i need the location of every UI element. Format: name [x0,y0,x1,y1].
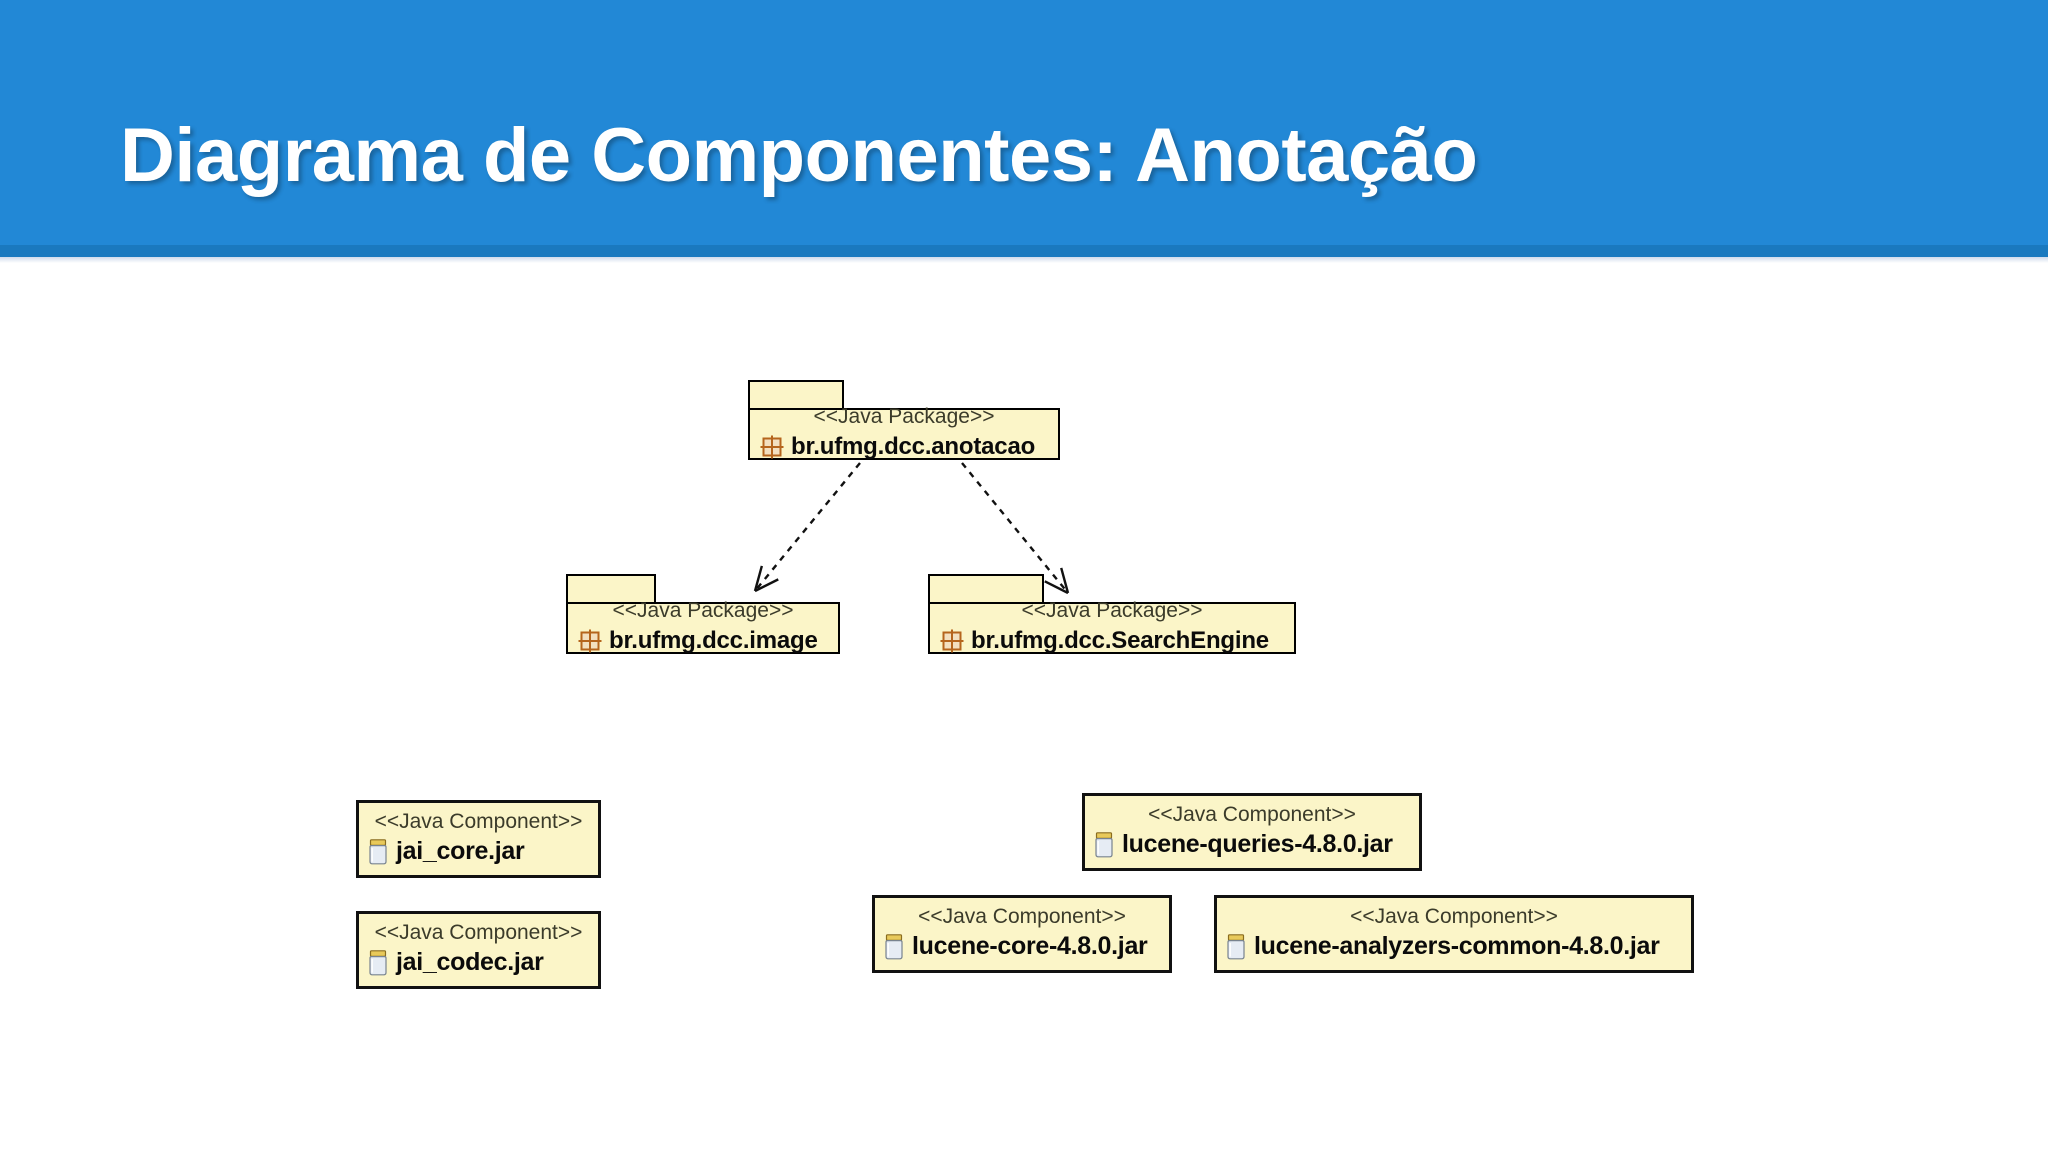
package-node-searchengine[interactable]: <<Java Package>> br.ufmg.dcc.SearchEngin… [928,574,1296,654]
component-stereotype: <<Java Component>> [918,904,1126,928]
package-tab [566,574,656,604]
package-tab [748,380,844,410]
package-name-row: br.ufmg.dcc.image [574,627,832,655]
package-grid-icon [760,435,784,459]
page-title: Diagrama de Componentes: Anotação [120,113,1478,198]
jar-icon [883,933,905,960]
component-stereotype: <<Java Component>> [374,809,583,833]
package-grid-icon [578,629,602,653]
header-drop-shadow [0,257,2048,263]
component-name-row: lucene-core-4.8.0.jar [883,932,1161,961]
component-name-row: jai_core.jar [367,837,590,866]
component-name: jai_core.jar [396,837,525,866]
package-name-row: br.ufmg.dcc.SearchEngine [936,627,1288,655]
component-name-row: lucene-analyzers-common-4.8.0.jar [1225,932,1683,961]
package-node-image[interactable]: <<Java Package>> br.ufmg.dcc.image [566,574,840,654]
jar-icon [1225,933,1247,960]
component-stereotype: <<Java Component>> [374,920,583,944]
package-stereotype: <<Java Package>> [612,599,794,623]
package-stereotype: <<Java Package>> [1021,599,1203,623]
package-node-anotacao[interactable]: <<Java Package>> br.ufmg.dcc.anotacao [748,380,1060,460]
jar-icon [367,838,389,865]
jar-icon [1093,831,1115,858]
component-name: jai_codec.jar [396,948,544,977]
jar-icon [367,949,389,976]
component-node-jai-codec[interactable]: <<Java Component>> jai_codec.jar [356,911,601,989]
component-node-jai-core[interactable]: <<Java Component>> jai_core.jar [356,800,601,878]
package-tab [928,574,1044,604]
component-node-lucene-analyzers[interactable]: <<Java Component>> lucene-analyzers-comm… [1214,895,1694,973]
package-name-row: br.ufmg.dcc.anotacao [756,433,1052,461]
package-name: br.ufmg.dcc.SearchEngine [971,626,1269,654]
package-stereotype: <<Java Package>> [813,405,995,429]
package-grid-icon [940,629,964,653]
package-body: <<Java Package>> br.ufmg.dcc.image [566,599,840,655]
component-name: lucene-queries-4.8.0.jar [1122,830,1393,859]
package-body: <<Java Package>> br.ufmg.dcc.SearchEngin… [928,599,1296,655]
package-name: br.ufmg.dcc.anotacao [791,432,1036,460]
component-name: lucene-core-4.8.0.jar [912,932,1148,961]
dependency-line [754,462,861,592]
package-body: <<Java Package>> br.ufmg.dcc.anotacao [748,405,1060,461]
component-name: lucene-analyzers-common-4.8.0.jar [1254,932,1660,961]
component-stereotype: <<Java Component>> [1350,904,1558,928]
slide-header [0,0,2048,245]
component-node-lucene-core[interactable]: <<Java Component>> lucene-core-4.8.0.jar [872,895,1172,973]
uml-diagram-canvas: <<Java Package>> br.ufmg.dcc.anotacao <<… [0,263,2048,1152]
header-accent-rule [0,245,2048,257]
component-name-row: lucene-queries-4.8.0.jar [1093,830,1411,859]
component-name-row: jai_codec.jar [367,948,590,977]
component-node-lucene-queries[interactable]: <<Java Component>> lucene-queries-4.8.0.… [1082,793,1422,871]
component-stereotype: <<Java Component>> [1148,802,1356,826]
package-name: br.ufmg.dcc.image [609,626,818,654]
